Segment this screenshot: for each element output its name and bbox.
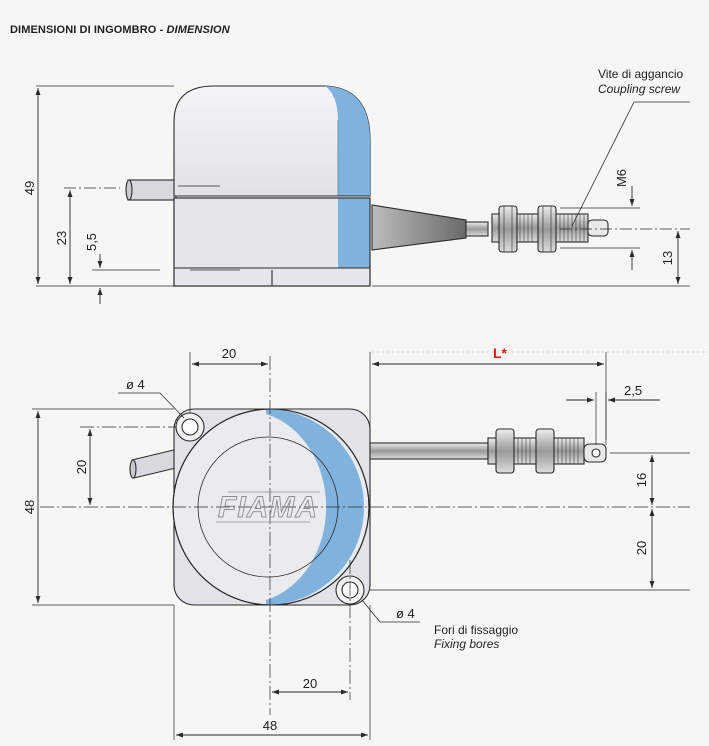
dim-body-height: 48 (22, 500, 37, 514)
housing-body (173, 185, 371, 287)
top-rod (369, 442, 489, 460)
title-italian: DIMENSIONI DI INGOMBRO (10, 24, 157, 36)
dim-bottom-20: 20 (303, 676, 317, 691)
coupling-screw (491, 205, 609, 253)
dim-body-width: 48 (263, 718, 277, 733)
side-extension-lines (36, 85, 690, 287)
hole-leader-top (118, 392, 185, 419)
callout-coupling-english: Coupling screw (598, 82, 681, 96)
hole-leader-bottom (361, 599, 420, 623)
page-title: DIMENSIONI DI INGOMBRO - DIMENSION (10, 24, 230, 36)
dim-hole-diameter-top: ø 4 (126, 377, 145, 392)
dim-hole-diameter-bottom: ø 4 (396, 606, 415, 621)
fixing-bores-italian: Fori di fissaggio (434, 623, 518, 637)
fixing-hole-top (175, 412, 205, 442)
cone-guide (371, 204, 467, 251)
side-rod (465, 221, 489, 237)
top-dimensions (35, 351, 709, 738)
side-dimensions (35, 88, 681, 304)
dim-right-20: 20 (634, 541, 649, 555)
dim-hole-offset: 20 (222, 346, 236, 361)
top-center-lines (40, 356, 690, 715)
title-separator: - (156, 24, 167, 36)
dim-rod-offset: 16 (634, 473, 649, 487)
dim-rod-end: 2,5 (624, 383, 642, 398)
cable-stub (125, 179, 177, 201)
title-english: DIMENSION (166, 24, 230, 36)
dim-base-height: 5,5 (84, 233, 99, 251)
dim-length: L* (493, 345, 508, 361)
dim-thread: M6 (614, 169, 629, 187)
dim-height-total: 49 (22, 181, 37, 195)
callout-coupling-italian: Vite di aggancio (598, 67, 684, 81)
housing-cap (173, 85, 371, 197)
dim-rod-height: 13 (660, 251, 675, 265)
dim-vertical-20: 20 (74, 460, 89, 474)
brand-logo: FIAMA (218, 491, 318, 524)
coupling-screw-leader (571, 101, 690, 227)
fixing-bores-english: Fixing bores (434, 637, 499, 651)
side-view (35, 85, 690, 304)
top-view (32, 351, 709, 740)
dim-cable-height: 23 (54, 231, 69, 245)
top-coupling-screw (487, 428, 607, 474)
